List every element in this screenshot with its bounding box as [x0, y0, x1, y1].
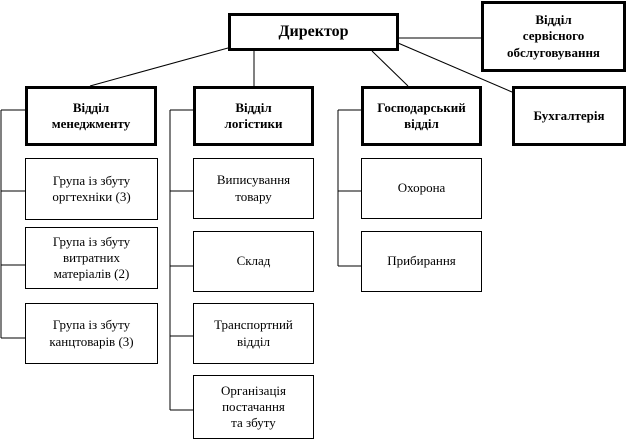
management-group-1-label: Група із збуту оргтехніки (3) [52, 172, 131, 204]
management-group-1-box: Група із збуту оргтехніки (3) [25, 158, 158, 220]
household-unit-1-label: Охорона [397, 180, 446, 196]
household-unit-1-box: Охорона [361, 158, 482, 219]
logistics-unit-1-label: Виписування товару [216, 172, 291, 204]
management-group-3-box: Група із збуту канцтоварів (3) [25, 303, 158, 364]
household-dept-box: Господарський відділ [361, 86, 482, 146]
management-group-2-box: Група із збуту витратних матеріалів (2) [25, 227, 158, 289]
management-group-3-label: Група із збуту канцтоварів (3) [49, 317, 134, 349]
logistics-unit-2-label: Склад [236, 253, 271, 269]
logistics-dept-label: Відділ логістики [224, 99, 283, 131]
household-dept-label: Господарський відділ [377, 99, 466, 131]
logistics-unit-3-box: Транспортний відділ [193, 303, 314, 364]
logistics-dept-box: Відділ логістики [193, 86, 314, 146]
management-dept-box: Відділ менеджменту [25, 86, 157, 146]
accounting-label: Бухгалтерія [533, 107, 605, 123]
connector-director-management [89, 47, 229, 87]
director-label: Директор [278, 23, 349, 40]
logistics-unit-1-box: Виписування товару [193, 158, 314, 219]
logistics-unit-2-box: Склад [193, 231, 314, 292]
management-group-2-label: Група із збуту витратних матеріалів (2) [52, 233, 131, 282]
management-dept-label: Відділ менеджменту [51, 99, 131, 131]
accounting-box: Бухгалтерія [512, 86, 626, 146]
logistics-unit-4-box: Організація постачання та збуту [193, 375, 314, 439]
director-box: Директор [228, 13, 399, 51]
household-unit-2-label: Прибирання [387, 253, 456, 269]
connector-director-accounting [397, 42, 513, 93]
logistics-unit-4-label: Організація постачання та збуту [220, 382, 286, 431]
household-unit-2-box: Прибирання [361, 231, 482, 292]
connector-director-household [371, 50, 409, 87]
logistics-unit-3-label: Транспортний відділ [214, 317, 293, 349]
service-dept-box: Відділ сервісного обслуговування [481, 1, 626, 72]
service-dept-label: Відділ сервісного обслуговування [507, 12, 600, 60]
